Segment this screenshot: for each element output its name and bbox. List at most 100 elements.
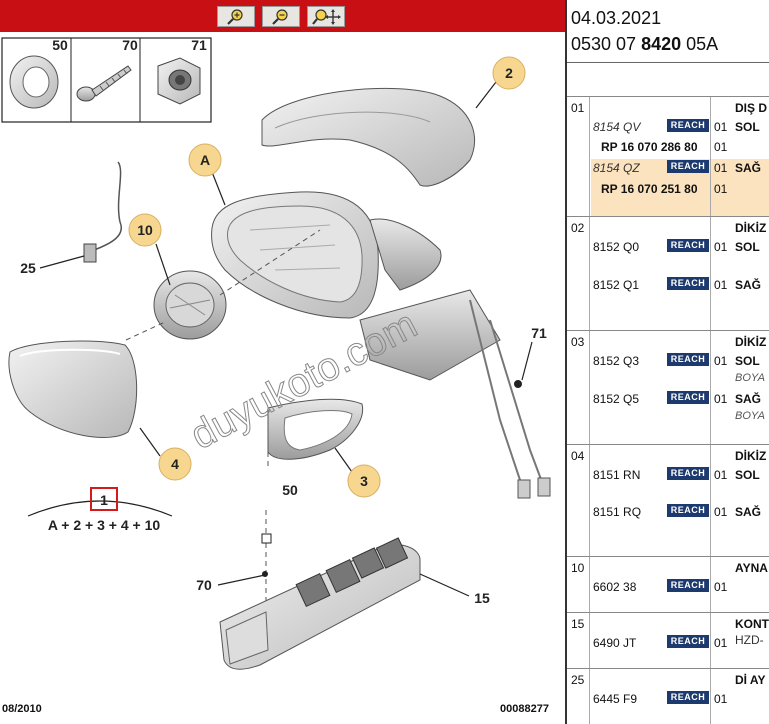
part-subnote: BOYA (735, 410, 765, 422)
part-side: SAĞ (735, 278, 762, 292)
parts-row-04[interactable]: 04 DİKİZ 8151 RN REACH 01 SOL 8151 RQ RE… (567, 444, 769, 556)
footer-drawing-number: 00088277 (500, 703, 549, 715)
part-code: 8151 RN (593, 468, 641, 482)
rp-code: RP 16 070 286 80 (601, 140, 698, 154)
part-side: SOL (735, 354, 760, 368)
row-description: Dİ AY (735, 673, 766, 687)
reach-badge: REACH (667, 691, 709, 704)
callout-1[interactable]: 1 (100, 492, 108, 508)
ref-prefix: 0530 07 (571, 34, 642, 54)
part-entry[interactable]: 8151 RQ REACH 01 SAĞ (591, 502, 769, 522)
row-description: DİKİZ (735, 221, 767, 235)
part-side: SAĞ (735, 161, 762, 175)
reach-badge: REACH (667, 579, 709, 592)
row-description: KONT (735, 617, 769, 631)
part-code: 6602 38 (593, 580, 637, 594)
part-entry[interactable]: 8152 Q3 REACH 01 SOL (591, 351, 769, 371)
rp-code: RP 16 070 251 80 (601, 182, 698, 196)
callout-3[interactable]: 3 (360, 473, 368, 489)
part-code: 6445 F9 (593, 692, 638, 706)
zoom-out-button[interactable] (262, 6, 300, 27)
header-date: 04.03.2021 (571, 8, 662, 28)
callout-10[interactable]: 10 (137, 222, 153, 238)
part-side: SOL (735, 120, 760, 134)
part-qty: 01 (714, 354, 728, 368)
part-code: 8154 QZ (593, 161, 640, 175)
callout-15[interactable]: 15 (474, 590, 490, 606)
reach-badge: REACH (667, 635, 709, 648)
part-entry[interactable]: 8152 Q5 REACH 01 SAĞ (591, 389, 769, 409)
callout-25[interactable]: 25 (20, 260, 36, 276)
row-description-sub: HZD- (735, 633, 764, 647)
parts-row-01[interactable]: 01 DIŞ D 8154 QV REACH 01 SOL RP 16 070 … (567, 96, 769, 217)
row-number: 15 (571, 617, 585, 631)
part-code: 8152 Q3 (593, 354, 640, 368)
part-qty: 01 (714, 636, 728, 650)
callout-1-box[interactable] (90, 487, 118, 511)
row-number: 01 (571, 101, 585, 115)
rp-qty: 01 (714, 182, 728, 196)
part-side: SAĞ (735, 505, 762, 519)
part-code: 8151 RQ (593, 505, 642, 519)
callout-70[interactable]: 70 (196, 577, 212, 593)
parts-row-15[interactable]: 15 KONT HZD- 6490 JT REACH 01 (567, 612, 769, 668)
zoom-out-icon (272, 8, 288, 25)
part-side: SAĞ (735, 392, 762, 406)
part-entry[interactable]: 8151 RN REACH 01 SOL (591, 465, 769, 485)
part-entry[interactable]: 6445 F9 REACH 01 (591, 689, 769, 709)
callout-50[interactable]: 50 (282, 482, 298, 498)
parts-row-10[interactable]: 10 AYNA 6602 38 REACH 01 (567, 556, 769, 612)
callout-2[interactable]: 2 (505, 65, 513, 81)
part-code: 8152 Q0 (593, 240, 640, 254)
part-code: 8152 Q1 (593, 278, 640, 292)
parts-row-03[interactable]: 03 DİKİZ 8152 Q3 REACH 01 SOL BOYA 8152 … (567, 330, 769, 444)
part-entry[interactable]: 6602 38 REACH 01 (591, 577, 769, 597)
reach-badge: REACH (667, 391, 709, 404)
part-50-grommet-image (9, 55, 59, 109)
header-reference: 0530 07 8420 05A (571, 34, 718, 55)
parts-row-25[interactable]: 25 Dİ AY 6445 F9 REACH 01 (567, 668, 769, 724)
rp-qty: 01 (714, 140, 728, 154)
parts-row-02[interactable]: 02 DİKİZ 8152 Q0 REACH 01 SOL 8152 Q1 RE… (567, 216, 769, 330)
part-qty: 01 (714, 120, 728, 134)
part-side: SOL (735, 240, 760, 254)
part-qty: 01 (714, 240, 728, 254)
zoom-in-button[interactable] (217, 6, 255, 27)
ref-bold: 8420 (641, 34, 682, 54)
part-code: 8154 QV (593, 120, 641, 134)
label-71: 71 (191, 37, 207, 53)
callout-4[interactable]: 4 (171, 456, 179, 472)
part-entry[interactable]: 6490 JT REACH 01 (591, 633, 769, 653)
part-10-mirror-motor (153, 270, 227, 340)
part-2-mirror-cover (261, 88, 475, 187)
part-entry[interactable]: 8152 Q0 REACH 01 SOL (591, 237, 769, 257)
reach-badge: REACH (667, 119, 709, 132)
callout-a[interactable]: A (200, 152, 210, 168)
part-entry[interactable]: 8154 QZ REACH 01 SAĞ (591, 158, 769, 178)
part-note: BOYA (591, 407, 769, 427)
label-70: 70 (122, 37, 138, 53)
zoom-move-icon (312, 8, 341, 25)
callout-71[interactable]: 71 (531, 325, 547, 341)
footer-date: 08/2010 (2, 703, 42, 715)
row-number: 02 (571, 221, 585, 235)
row-number: 04 (571, 449, 585, 463)
part-qty: 01 (714, 468, 728, 482)
part-qty: 01 (714, 692, 728, 706)
part-note: BOYA (591, 369, 769, 389)
assembly-leader-lines (125, 229, 321, 625)
part-71-nut-image (157, 57, 201, 105)
part-entry[interactable]: 8152 Q1 REACH 01 SAĞ (591, 275, 769, 295)
rp-entry[interactable]: RP 16 070 251 80 01 (591, 179, 769, 199)
row-number: 03 (571, 335, 585, 349)
row-description: DİKİZ (735, 335, 767, 349)
part-qty: 01 (714, 278, 728, 292)
parts-list-panel: 04.03.2021 0530 07 8420 05A 01 DIŞ D 815… (565, 0, 769, 724)
rp-entry[interactable]: RP 16 070 286 80 01 (591, 137, 769, 157)
part-entry[interactable]: 8154 QV REACH 01 SOL (591, 117, 769, 137)
row-description: DİKİZ (735, 449, 767, 463)
zoom-move-button[interactable] (307, 6, 345, 27)
part-4-mirror-glass (8, 340, 138, 438)
exploded-parts-diagram: duyukoto.com 50 (1, 37, 551, 715)
parts-header: 04.03.2021 0530 07 8420 05A (567, 0, 769, 96)
